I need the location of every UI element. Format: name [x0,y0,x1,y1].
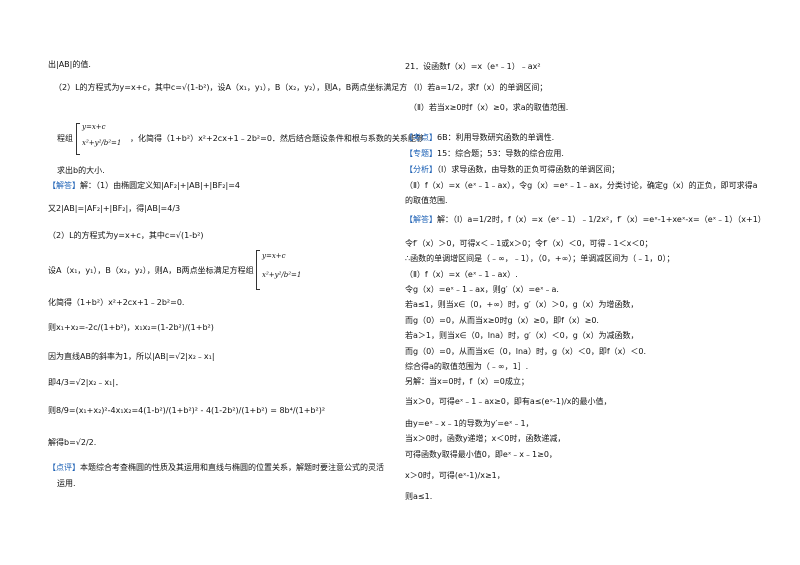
text-line: 当x＞0时，函数y递增；x＜0时，函数递减， [405,434,566,443]
text-line: （Ⅱ）f（x）=x（eˣ﹣1﹣ax），令g（x）=eˣ﹣1﹣ax，分类讨论，确定… [405,181,758,190]
equation: x²+y²/b²=1 [82,139,122,147]
system-brace [256,250,260,290]
text-line: ∴函数的单调增区间是（﹣∞，﹣1），（0，+∞）；单调减区间为（﹣1，0）； [405,254,675,263]
text-line: 出|AB|的值. [48,60,91,69]
text-line: 程组 [57,134,73,143]
text-line: 而g（0）=0，从而当x∈（0，lna）时，g（x）＜0，即f（x）＜0. [405,347,647,356]
text-line: 6B：利用导数研究函数的单调性. [437,133,555,142]
text-line: 解：（1）由椭圆定义知|AF₂|+|AB|+|BF₂|=4 [80,181,240,190]
text-line: 当x＞0，可得eˣ﹣1﹣ax≥0，即有a≤(eˣ-1)/x的最小值， [405,397,612,406]
text-line: 由y=eˣ﹣x﹣1的导数为y′=eˣ﹣1， [405,419,534,428]
text-line: 的取值范围. [405,196,448,205]
comment-line: 【点评】本题综合考查椭圆的性质及其运用和直线与椭圆的位置关系，解题时要注意公式的… [48,462,384,473]
section-tag: 【点评】 [48,463,80,472]
equation-line: 则8/9=(x₁+x₂)²-4x₁x₂=4(1-b²)/(1+b²)² - 4(… [48,406,326,415]
topic-line: 【专题】15：综合题；53：导数的综合应用. [405,148,564,159]
system-brace [76,123,80,155]
text-line: （2）L的方程式为y=x+c，其中c=√(1-b²) [48,231,204,240]
text-line: 可得函数y取得最小值0，即eˣ﹣x﹣1≥0， [405,450,557,459]
text-line: 本题综合考查椭圆的性质及其运用和直线与椭圆的位置关系，解题时要注意公式的灵活 [80,463,384,472]
section-tag: 【分析】 [405,165,437,174]
text-line: （2）L的方程式为y=x+c，其中c=√(1-b²)，设A（x₁，y₁），B（x… [54,83,408,92]
text-line: 设A（x₁，y₁），B（x₂，y₂），则A，B两点坐标满足方程组 [48,266,254,275]
text-line: 若a≤1，则当x∈（0，+∞）时，g′（x）＞0，g（x）为增函数， [405,300,639,309]
text-line: （Ⅰ）求导函数，由导数的正负可得函数的单调区间； [437,165,620,174]
text-line: 又2|AB|=|AF₂|+|BF₂|，得|AB|=4/3 [48,204,181,213]
text-line: 则a≤1. [405,492,433,501]
text-line: 令g（x）=eˣ﹣1﹣ax，则g′（x）=eˣ﹣a. [405,285,559,294]
text-line: 另解：当x=0时，f（x）=0成立； [405,377,529,386]
text-line: 令f′（x）＞0，可得x＜﹣1或x＞0；令f′（x）＜0，可得﹣1＜x＜0； [405,239,653,248]
question-title: 21．设函数f（x）=x（eˣ﹣1）﹣ax² [405,62,541,71]
equation: x²+y²/b²=1 [262,271,302,279]
section-tag: 【考点】 [405,133,437,142]
question-part: （Ⅱ）若当x≥0时f（x）≥0，求a的取值范围. [409,103,569,112]
text-line: 解得b=√2/2. [48,438,97,447]
equation: y=x+c [82,123,106,131]
knowledge-point: 【考点】6B：利用导数研究函数的单调性. [405,132,554,143]
answer-line: 【解答】解：（Ⅰ）a=1/2时，f（x）=x（eˣ﹣1）﹣1/2x²，f′（x）… [405,214,766,225]
text-line: 综合得a的取值范围为（﹣∞，1］. [405,362,529,371]
text-line: 求出b的大小. [57,166,105,175]
answer-line: 【解答】解：（1）由椭圆定义知|AF₂|+|AB|+|BF₂|=4 [48,180,240,191]
equation-line: 即4/3=√2|x₂﹣x₁|． [48,378,124,387]
text-line: （Ⅱ）f（x）=x（eˣ﹣1﹣ax）. [405,270,518,279]
text-line: 解：（Ⅰ）a=1/2时，f（x）=x（eˣ﹣1）﹣1/2x²，f′（x）=eˣ-… [437,215,766,224]
text-line: 化简得（1+b²）x²+2cx+1﹣2b²=0. [48,298,185,307]
equation-line: 则x₁+x₂=-2c/(1+b²)，x₁x₂=(1-2b²)/(1+b²) [48,323,214,332]
question-part: （Ⅰ）若a=1/2，求f（x）的单调区间； [409,83,548,92]
equation: y=x+c [262,252,286,260]
text-line: 15：综合题；53：导数的综合应用. [437,149,564,158]
text-line: ，化简得（1+b²）x²+2cx+1﹣2b²=0．然后结合题设条件和根与系数的关… [130,134,424,143]
analysis-line: 【分析】（Ⅰ）求导函数，由导数的正负可得函数的单调区间； [405,164,619,175]
text-line: x＞0时，可得(eˣ-1)/x≥1， [405,471,505,480]
text-line: 运用. [57,479,76,488]
text-line: 而g（0）=0，从而当x≥0时g（x）≥0，即f（x）≥0. [405,316,599,325]
text-line: 因为直线AB的斜率为1，所以|AB|=√2|x₂﹣x₁| [48,352,215,361]
text-line: 若a＞1，则当x∈（0，lna）时，g′（x）＜0，g（x）为减函数， [405,331,639,340]
section-tag: 【解答】 [48,181,80,190]
section-tag: 【解答】 [405,215,437,224]
section-tag: 【专题】 [405,149,437,158]
